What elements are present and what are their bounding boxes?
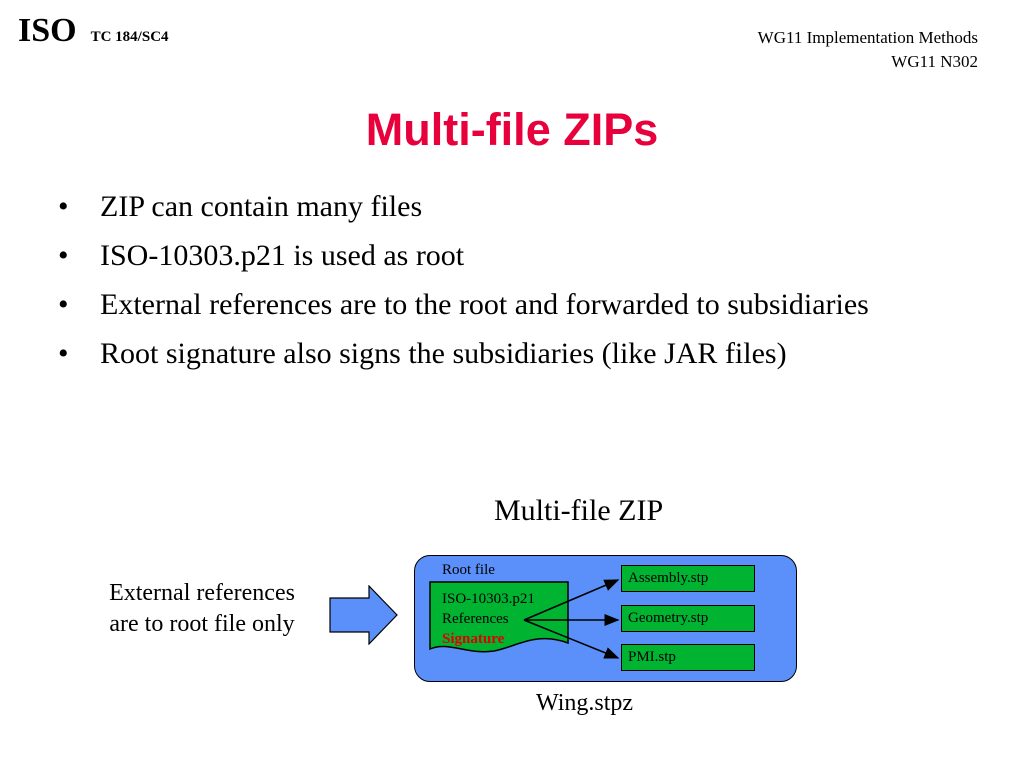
- file-assembly: Assembly.stp: [621, 565, 755, 592]
- header-right: WG11 Implementation Methods WG11 N302: [758, 26, 978, 74]
- archive-filename: Wing.stpz: [536, 690, 634, 716]
- iso-logo-text: ISO: [18, 12, 77, 49]
- bullet-icon: •: [58, 337, 69, 370]
- bullet-item: • ZIP can contain many files: [58, 186, 958, 227]
- root-filename: ISO-10303.p21: [442, 591, 535, 607]
- bullet-item: • ISO-10303.p21 is used as root: [58, 235, 958, 276]
- bullet-text: External references are to the root and …: [100, 288, 869, 321]
- root-file-label: Root file: [442, 562, 495, 578]
- committee-label: TC 184/SC4: [90, 29, 169, 45]
- slide-title: Multi-file ZIPs: [365, 104, 659, 155]
- references-label: References: [442, 611, 509, 627]
- bullet-text: Root signature also signs the subsidiari…: [100, 337, 787, 370]
- working-group-title: WG11 Implementation Methods: [757, 28, 978, 47]
- bullet-list: • ZIP can contain many files • ISO-10303.p…: [58, 186, 958, 382]
- right-arrow-icon: [329, 585, 398, 645]
- file-pmi: PMI.stp: [621, 644, 755, 671]
- bullet-icon: •: [58, 239, 69, 272]
- file-geometry: Geometry.stp: [621, 605, 755, 632]
- signature-label: Signature: [442, 631, 505, 647]
- bullet-item: • Root signature also signs the subsidiar…: [58, 333, 958, 374]
- bullet-text: ISO-10303.p21 is used as root: [100, 239, 465, 272]
- bullet-icon: •: [58, 288, 69, 321]
- external-references-note: External references are to root file onl…: [109, 580, 295, 637]
- document-number: WG11 N302: [891, 52, 978, 71]
- bullet-text: ZIP can contain many files: [100, 190, 423, 223]
- bullet-icon: •: [58, 190, 69, 223]
- bullet-item: • External references are to the root and…: [58, 284, 958, 325]
- header-left: ISO TC 184/SC4: [18, 12, 169, 50]
- root-document-content: ISO-10303.p21 References Signature: [442, 589, 535, 649]
- diagram-title: Multi-file ZIP: [494, 494, 664, 527]
